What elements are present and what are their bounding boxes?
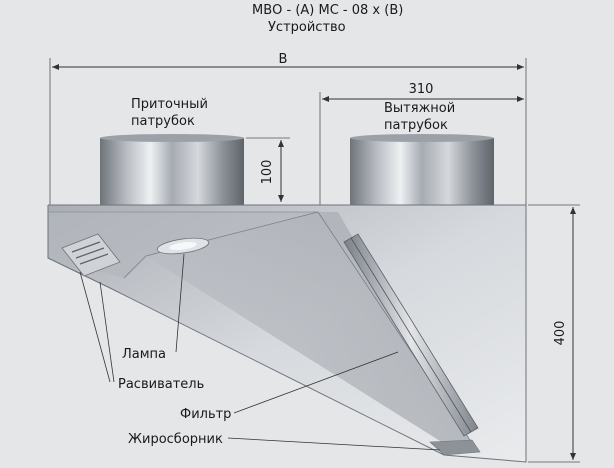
dimension-pipe-height: 100 [246, 137, 290, 202]
dimension-exhaust-offset-label: 310 [409, 82, 434, 97]
exhaust-pipe [350, 134, 494, 206]
supply-pipe-label-line2: патрубок [131, 114, 195, 129]
leader-lines [79, 253, 441, 451]
dimension-width-label: B [279, 52, 288, 67]
supply-pipe [100, 134, 244, 206]
diffuser-leader-1 [79, 271, 111, 383]
dimension-width: B [49, 52, 527, 205]
exhaust-pipe-label-line2: патрубок [384, 118, 448, 133]
lamp [156, 237, 210, 255]
supply-pipe-label-line1: Приточный [131, 97, 208, 112]
dimension-exhaust-offset: 310 [319, 82, 524, 205]
dimension-pipe-height-label: 100 [260, 160, 275, 185]
filter-label: Фильтр [180, 407, 231, 422]
title-line1: МВО - (А) МС - 08 х (В) [252, 3, 403, 18]
filter [343, 233, 479, 437]
dimension-hood-height: 400 [528, 204, 580, 463]
exhaust-pipe-label-line1: Вытяжной [384, 101, 455, 116]
lamp-leader [175, 253, 185, 353]
hood-body [47, 204, 527, 463]
grease-collector-leader [227, 437, 441, 451]
diffuser-label: Расвиватель [118, 377, 204, 392]
diffuser-leader-2 [99, 281, 115, 383]
diffuser [61, 233, 121, 277]
grease-collector-label: Жиросборник [128, 432, 223, 447]
filter-leader [233, 351, 399, 414]
lamp-label: Лампа [122, 347, 166, 362]
dimension-hood-height-label: 400 [553, 321, 568, 346]
title-line2: Устройство [268, 20, 346, 35]
